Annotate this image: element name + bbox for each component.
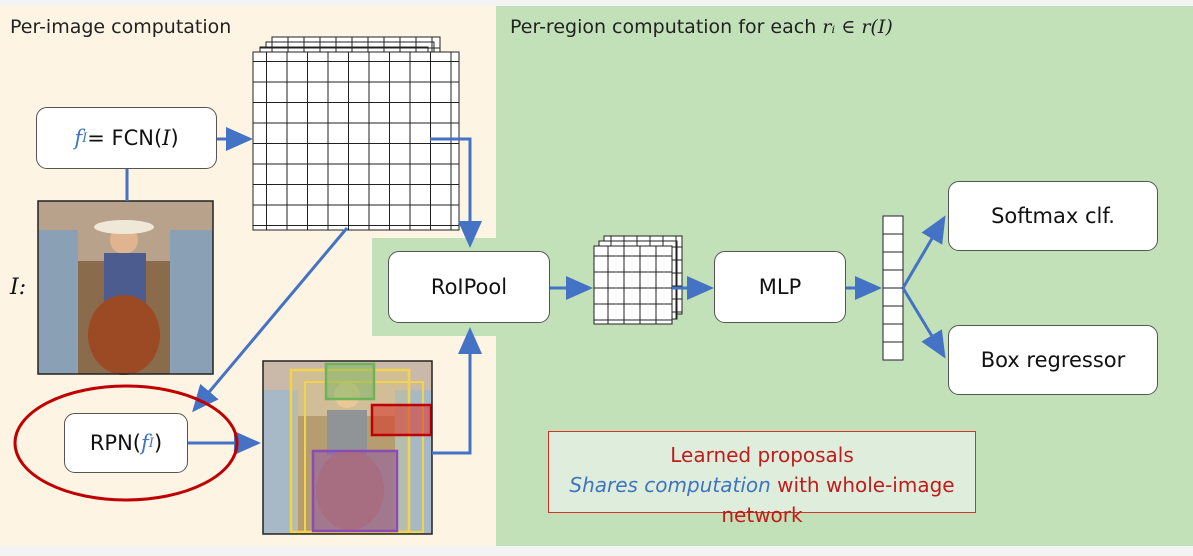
rpn-sub: I [148,435,154,451]
rpn-close: ) [153,431,163,455]
caption-red: with whole-image network [721,473,955,527]
fcn-close: ) [170,126,179,150]
cowboy-photo [37,200,214,375]
rpn-text: RPN( [89,431,142,455]
image-label: I: [10,275,27,300]
caption-blue: Shares computation [569,473,771,497]
fcn-sub: I [82,130,88,146]
fcn-arg: I [162,126,171,150]
arrows [125,127,946,455]
caption-box: Learned proposals Shares computation wit… [548,431,976,527]
pooled-feature-stack [593,235,683,325]
mlp-box: MLP [714,251,846,323]
box-regressor-box: Box regressor [948,325,1158,395]
per-image-label: Per-image computation [10,16,232,38]
per-region-label: Per-region computation for each rᵢ ∈ r(I… [510,16,893,38]
cowboy-photo-with-proposals [262,360,433,535]
feature-map-stack [252,36,460,231]
per-region-math: rᵢ ∈ r(I) [822,16,893,38]
rpn-f: f [141,431,149,455]
fcn-eq: = FCN( [87,126,163,150]
roipool-box: RoIPool [388,251,550,323]
rpn-highlight-ellipse [13,384,239,502]
per-region-label-text: Per-region computation for each [510,16,823,38]
softmax-box: Softmax clf. [948,181,1158,251]
feature-vector [882,215,904,361]
caption-line1: Learned proposals [670,443,854,467]
fcn-f: f [74,126,83,150]
